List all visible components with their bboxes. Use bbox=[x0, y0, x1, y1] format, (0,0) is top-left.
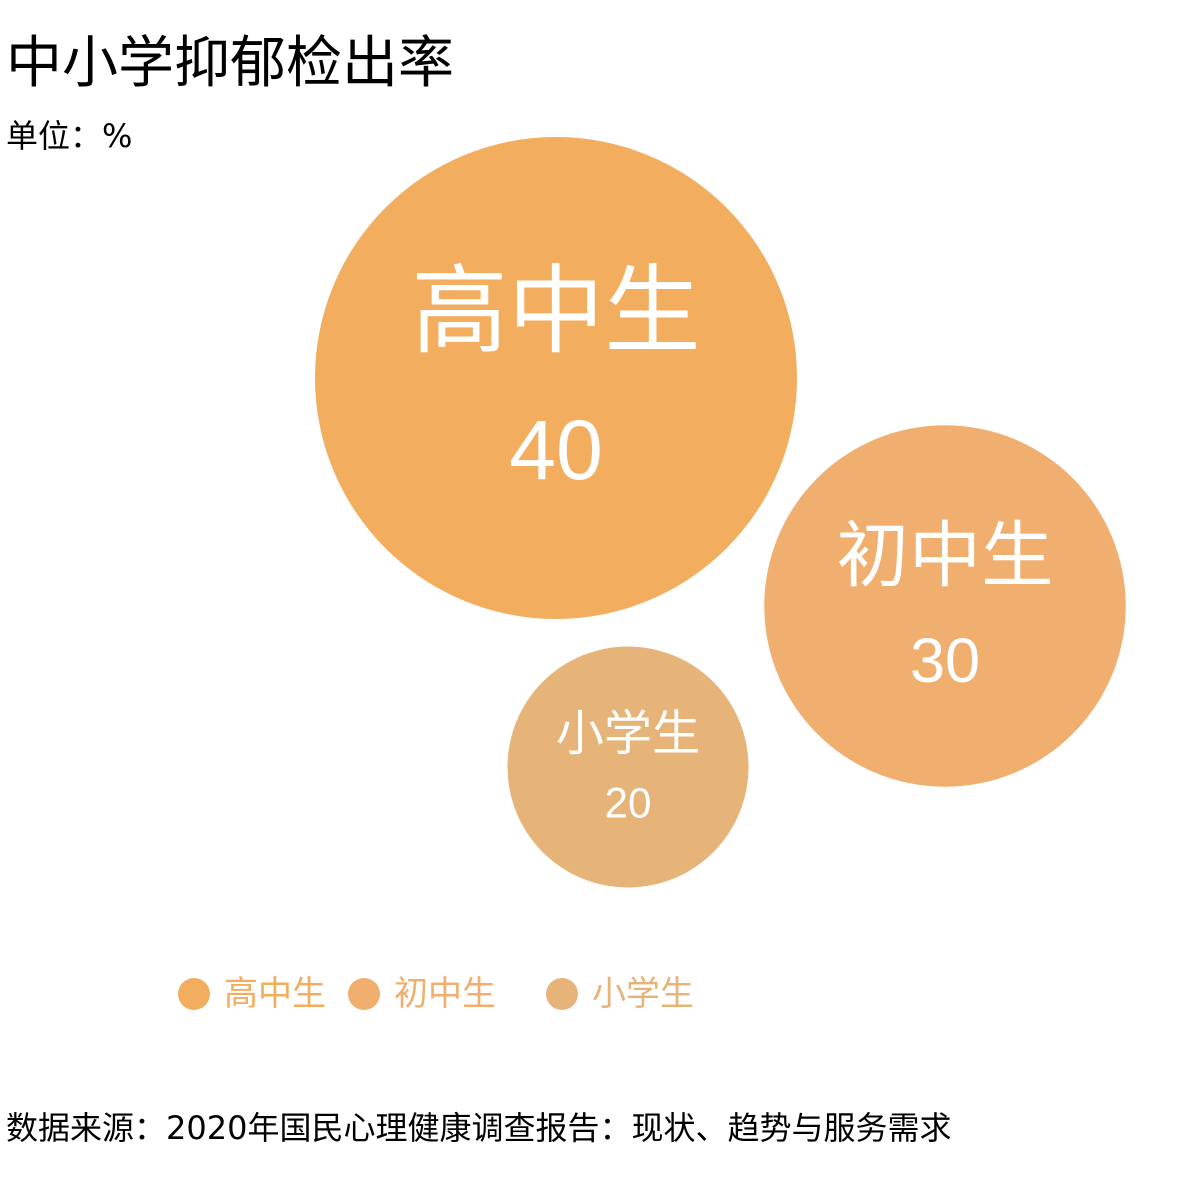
chart-title: 中小学抑郁检出率 bbox=[6, 31, 454, 96]
legend-label-primary-school: 小学生 bbox=[592, 974, 694, 1014]
bubble-label-high-school: 高中生 bbox=[411, 255, 700, 367]
legend-item-high-school: 高中生 bbox=[178, 974, 326, 1014]
bubble-label-primary-school: 小学生 bbox=[556, 706, 701, 762]
legend-dot-middle-school bbox=[348, 978, 380, 1010]
unit-label: 单位：% bbox=[6, 117, 133, 155]
bubble-value-high-school: 40 bbox=[509, 403, 603, 497]
legend-label-middle-school: 初中生 bbox=[394, 974, 496, 1014]
legend-label-high-school: 高中生 bbox=[224, 974, 326, 1014]
source-note: 数据来源：2020年国民心理健康调查报告：现状、趋势与服务需求 bbox=[6, 1109, 952, 1147]
bubble-label-middle-school: 初中生 bbox=[837, 515, 1054, 599]
bubble-value-primary-school: 20 bbox=[605, 780, 652, 827]
bubble-high-school bbox=[315, 137, 797, 619]
legend-dot-high-school bbox=[178, 978, 210, 1010]
legend-item-middle-school: 初中生 bbox=[348, 974, 496, 1014]
chart-legend: 高中生 初中生 小学生 bbox=[178, 966, 716, 1022]
legend-dot-primary-school bbox=[546, 978, 578, 1010]
bubble-layer: 高中生 40 初中生 30 小学生 20 bbox=[315, 137, 1126, 888]
legend-item-primary-school: 小学生 bbox=[546, 974, 694, 1014]
bubble-value-middle-school: 30 bbox=[910, 626, 980, 696]
bubble-middle-school bbox=[764, 425, 1126, 787]
bubble-primary-school bbox=[507, 646, 749, 888]
